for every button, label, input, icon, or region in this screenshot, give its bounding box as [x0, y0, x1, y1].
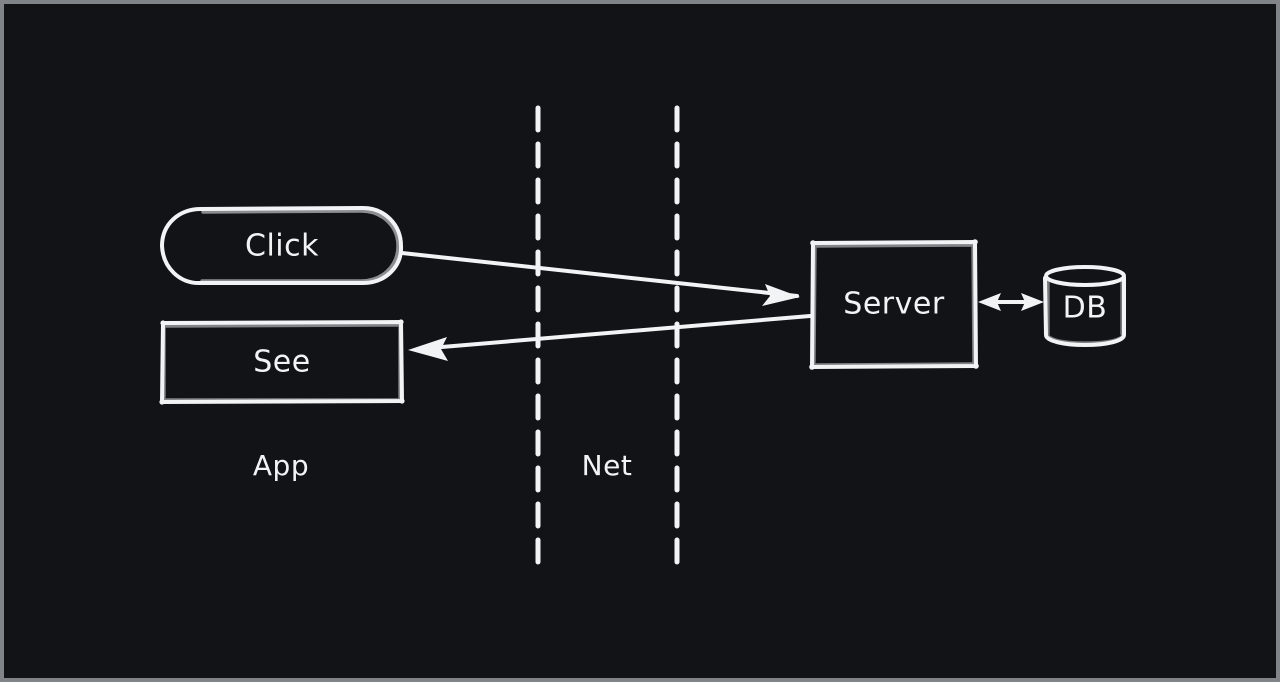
server-corner-dot-bl [809, 364, 815, 370]
see-node-label: See [253, 345, 310, 380]
edge-server-to-see-line [416, 314, 812, 351]
db-cylinder-top-ellipse [1044, 265, 1126, 287]
net-zone-dividers [535, 105, 680, 579]
server-corner-dot-tr [972, 239, 978, 245]
server-corner-dot-tl [810, 240, 816, 246]
edge-click-to-server[interactable] [400, 251, 800, 306]
edge-server-db-arrowhead-left [978, 293, 1001, 311]
edge-server-db-arrowhead-right [1021, 293, 1044, 311]
server-node-label: Server [843, 287, 945, 322]
see-corner-dot-tr [398, 319, 404, 325]
click-node-outline [160, 206, 404, 286]
zone-label-app: App [253, 449, 309, 482]
click-node-label: Click [245, 229, 319, 264]
db-cylinder-body [1043, 276, 1126, 347]
zone-label-net: Net [582, 449, 633, 482]
node-server[interactable]: Server [809, 239, 979, 370]
server-corner-dot-br [973, 363, 979, 369]
edge-click-to-server-arrowhead [762, 284, 800, 306]
click-node-outline-second-pass [200, 209, 400, 283]
server-node-outline-second-pass [812, 243, 976, 367]
db-cylinder-second-pass [1046, 279, 1124, 345]
see-corner-dot-tl [160, 320, 166, 326]
node-click[interactable]: Click [160, 206, 404, 286]
sketch-surface[interactable]: Click See Server DB [4, 4, 1280, 682]
db-node-label: DB [1063, 291, 1108, 326]
edge-server-to-see[interactable] [408, 314, 812, 361]
edge-server-db[interactable] [978, 293, 1044, 311]
see-corner-dot-bl [159, 399, 165, 405]
see-node-outline-second-pass [162, 323, 402, 402]
node-see[interactable]: See [159, 319, 405, 405]
edge-server-to-see-arrowhead [408, 337, 448, 361]
see-corner-dot-br [399, 398, 405, 404]
edge-click-to-server-line [400, 251, 799, 298]
node-db[interactable]: DB [1043, 265, 1126, 347]
